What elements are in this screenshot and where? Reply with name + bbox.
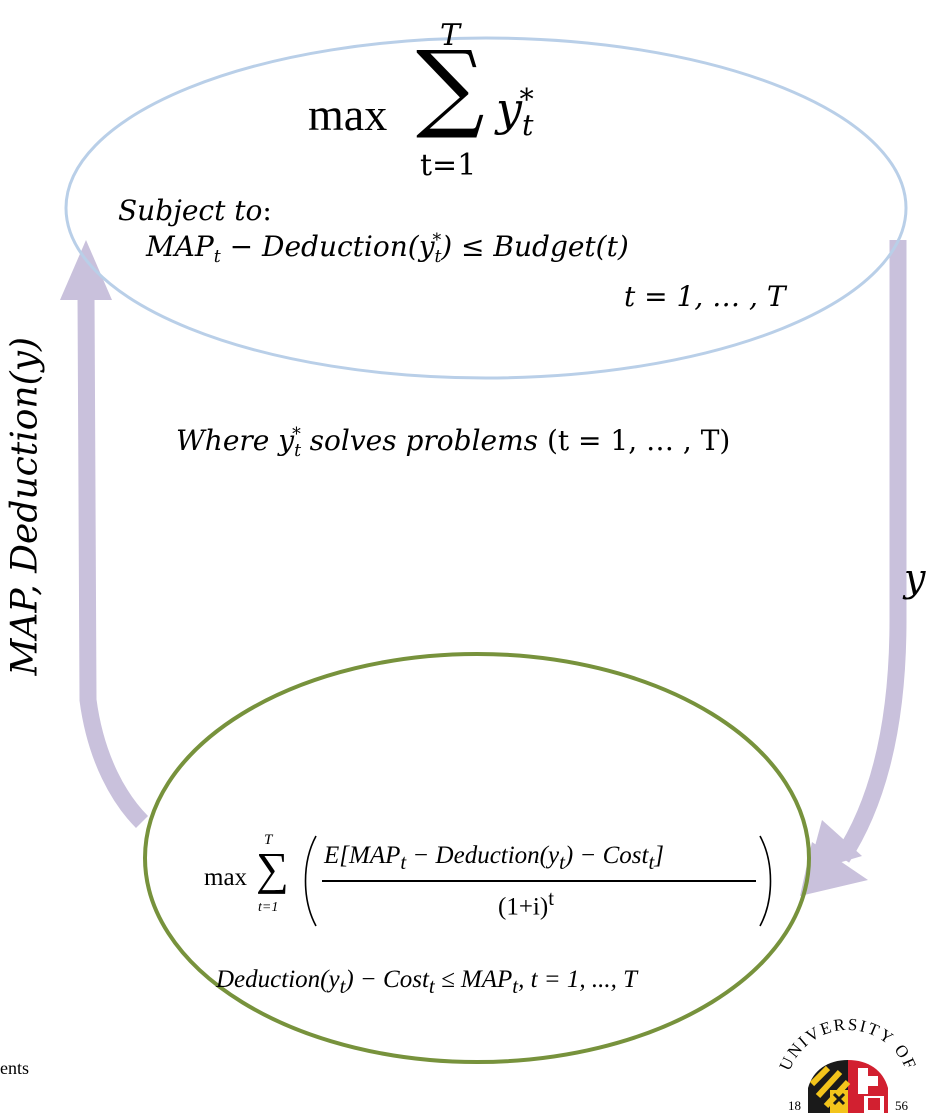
left-upward-arrow — [60, 240, 149, 829]
bottom-sum-lower: t=1 — [258, 900, 279, 915]
bottom-sum-upper: T — [264, 832, 273, 848]
maryland-flag-icon — [808, 1060, 888, 1113]
max-operator: max — [308, 89, 388, 140]
where-statement: Where yt* solves problems (t = 1, … , T) — [176, 424, 731, 462]
sum-upper-limit: T — [440, 18, 461, 53]
right-arrow-label: y — [904, 556, 926, 600]
right-big-paren — [759, 835, 772, 927]
footer-partial-text: ents — [0, 1058, 29, 1078]
right-downward-arrow — [800, 240, 907, 896]
fraction-numerator: E[MAPt − Deduction(yt) − Costt] — [324, 842, 664, 874]
sum-lower-limit: t=1 — [420, 148, 477, 183]
subject-to-label: Subject to: — [118, 194, 272, 227]
fraction-bar — [322, 880, 756, 882]
summation-symbol: ∑ — [416, 30, 485, 142]
university-logo: UNIVERSITY OF 18 56 — [775, 1015, 919, 1113]
left-big-paren — [304, 835, 317, 927]
bottom-objective: max T ∑ t=1 E[MAPt − Deduction(yt) − Cos… — [204, 824, 784, 944]
bottom-problem-ellipse — [143, 652, 811, 1064]
bottom-constraint: Deduction(yt) − Costt ≤ MAPt, t = 1, ...… — [216, 966, 638, 998]
logo-year-right: 56 — [895, 1098, 909, 1113]
bottom-summation-symbol: ∑ — [256, 843, 289, 894]
fraction-denominator: (1+i)t — [498, 886, 554, 921]
left-arrow-label: MAP, Deduction(y) — [4, 336, 46, 676]
top-objective: max T ∑ t=1 yt* — [300, 18, 620, 190]
objective-variable: yt* — [496, 82, 534, 142]
logo-year-left: 18 — [788, 1098, 801, 1113]
top-constraint: MAPt − Deduction(yt*) ≤ Budget(t) — [146, 230, 629, 268]
top-range: t = 1, … , T — [624, 280, 786, 313]
top-problem-ellipse — [64, 36, 908, 380]
bottom-max-operator: max — [204, 864, 248, 891]
